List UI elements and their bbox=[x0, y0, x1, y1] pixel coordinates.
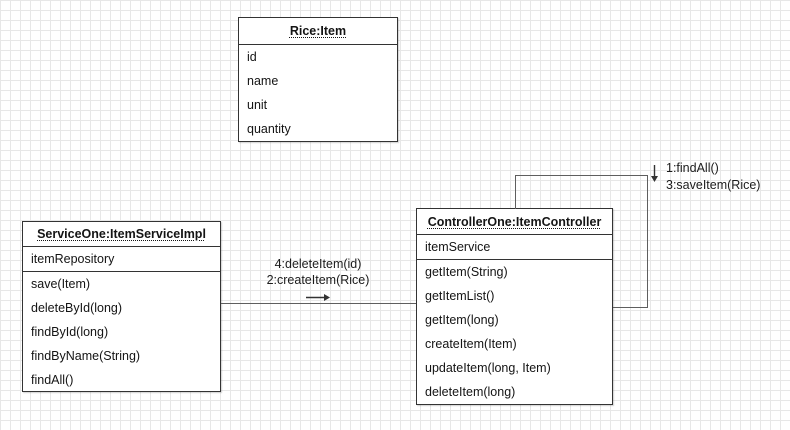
method-row: updateItem(long, Item) bbox=[425, 361, 551, 375]
uml-node-rice-item[interactable]: Rice:Item id name unit quantity bbox=[238, 17, 398, 142]
method-row: save(Item) bbox=[31, 277, 91, 291]
edge-label-line: 4:deleteItem(id) bbox=[274, 257, 362, 271]
node-title: ControllerOne:ItemController bbox=[417, 209, 612, 234]
attribute-method-separator bbox=[23, 271, 220, 272]
attribute-row: id bbox=[247, 50, 257, 64]
right-arrow-icon bbox=[306, 294, 330, 301]
down-arrow-icon bbox=[651, 165, 658, 182]
edge-controller-self-loop[interactable] bbox=[647, 175, 648, 308]
method-row: getItem(String) bbox=[425, 265, 508, 279]
title-separator bbox=[239, 44, 397, 45]
edge-label-line: 1:findAll() bbox=[666, 161, 719, 175]
attribute-row: unit bbox=[247, 98, 268, 112]
attribute-method-separator bbox=[417, 259, 612, 260]
edge-label-line: 3:saveItem(Rice) bbox=[666, 178, 761, 192]
title-separator bbox=[23, 246, 220, 247]
method-row: findById(long) bbox=[31, 325, 109, 339]
uml-node-service-one[interactable]: ServiceOne:ItemServiceImpl itemRepositor… bbox=[22, 221, 221, 392]
node-title: ServiceOne:ItemServiceImpl bbox=[23, 222, 220, 246]
edge-controller-self-loop[interactable] bbox=[613, 307, 648, 308]
method-row: getItemList() bbox=[425, 289, 495, 303]
edge-service-to-controller[interactable] bbox=[221, 303, 416, 304]
method-row: deleteById(long) bbox=[31, 301, 123, 315]
node-title-text: ServiceOne:ItemServiceImpl bbox=[37, 227, 206, 241]
edge-controller-self-loop[interactable] bbox=[515, 175, 648, 176]
uml-node-controller-one[interactable]: ControllerOne:ItemController itemService… bbox=[416, 208, 613, 405]
attribute-row: itemService bbox=[425, 240, 491, 254]
attribute-row: quantity bbox=[247, 122, 291, 136]
method-row: findByName(String) bbox=[31, 349, 141, 363]
method-row: createItem(Item) bbox=[425, 337, 517, 351]
title-separator bbox=[417, 234, 612, 235]
edge-controller-self-loop[interactable] bbox=[515, 175, 516, 209]
attribute-row: itemRepository bbox=[31, 252, 115, 266]
attribute-row: name bbox=[247, 74, 279, 88]
method-row: getItem(long) bbox=[425, 313, 499, 327]
node-title-text: Rice:Item bbox=[289, 24, 347, 38]
method-row: findAll() bbox=[31, 373, 74, 387]
node-title-text: ControllerOne:ItemController bbox=[427, 214, 602, 229]
method-row: deleteItem(long) bbox=[425, 385, 516, 399]
edge-label-line: 2:createItem(Rice) bbox=[266, 273, 370, 287]
node-title: Rice:Item bbox=[239, 18, 397, 44]
edge-label-controller-loop: 1:findAll() 3:saveItem(Rice) bbox=[666, 160, 760, 194]
edge-label-service-controller: 4:deleteItem(id) 2:createItem(Rice) bbox=[240, 256, 396, 288]
